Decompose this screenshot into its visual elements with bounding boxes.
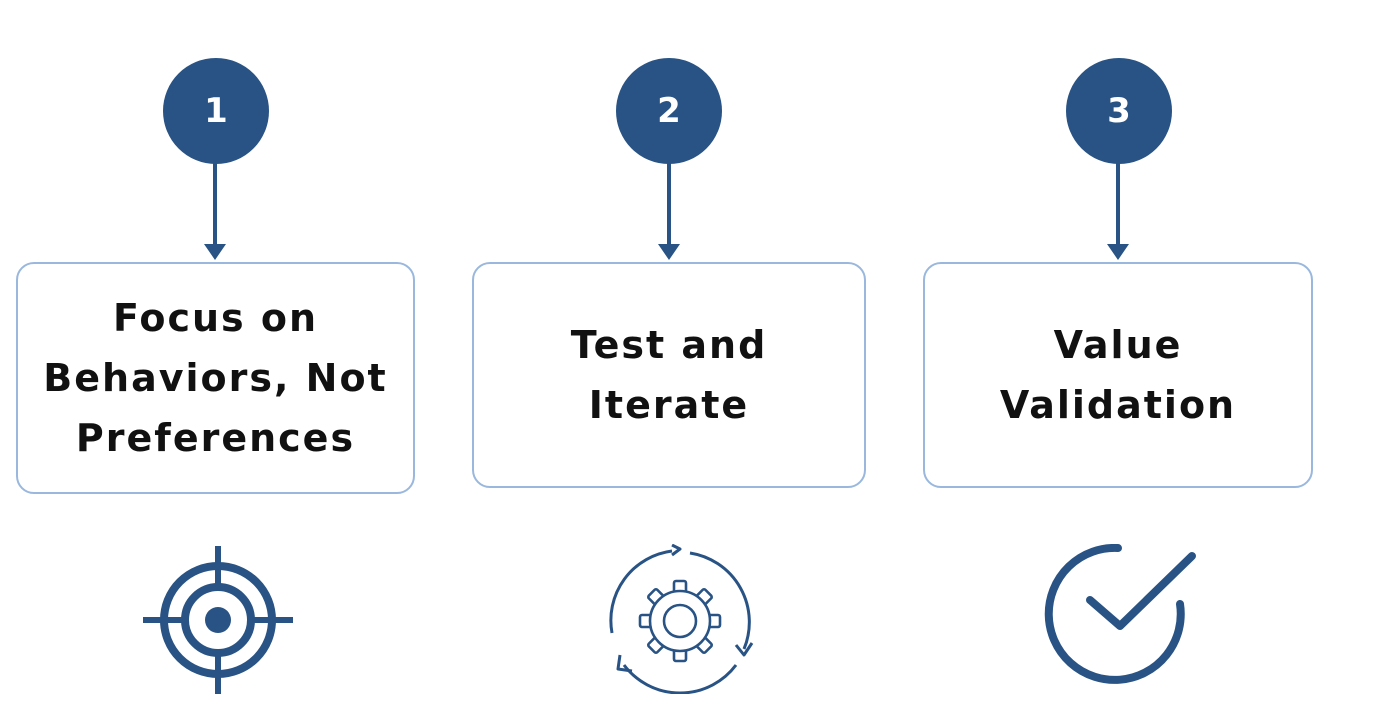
step-number-badge: 1 [163, 58, 269, 164]
connector-line [667, 160, 671, 248]
step-3: 3 Value Validation [890, 0, 1379, 719]
target-icon [143, 546, 293, 694]
step-number-badge: 2 [616, 58, 722, 164]
step-title: Test and Iterate [570, 323, 768, 427]
connector-line [213, 160, 217, 248]
arrow-down-icon [658, 244, 680, 260]
step-number-badge: 3 [1066, 58, 1172, 164]
step-card: Value Validation [923, 262, 1313, 488]
step-2: 2 Test and Iterate [440, 0, 890, 719]
step-title: Value Validation [999, 323, 1237, 427]
connector-line [1116, 160, 1120, 248]
arrow-down-icon [204, 244, 226, 260]
check-circle-icon [1044, 544, 1196, 684]
refresh-gear-icon [609, 544, 754, 694]
arrow-down-icon [1107, 244, 1129, 260]
step-title: Focus on Behaviors, Not Preferences [43, 296, 388, 460]
step-1: 1 Focus on Behaviors, Not Preferences [0, 0, 440, 719]
step-card: Test and Iterate [472, 262, 866, 488]
step-card: Focus on Behaviors, Not Preferences [16, 262, 415, 494]
